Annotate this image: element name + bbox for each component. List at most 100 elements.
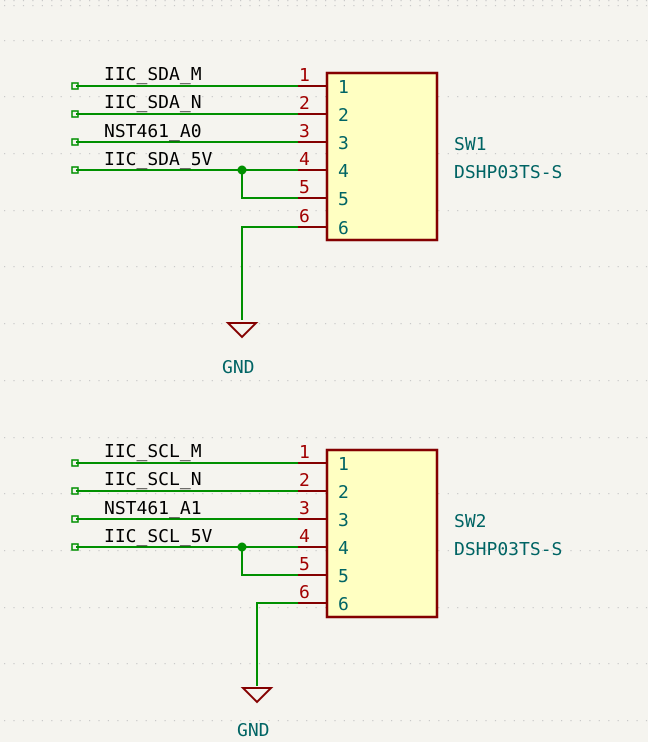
wire-pin6-gnd[interactable] [256, 602, 300, 686]
grid-dot [202, 437, 204, 439]
grid-dot [98, 0, 100, 2]
grid-dot [561, 550, 563, 552]
grid-dot [183, 493, 185, 495]
grid-dot [570, 437, 572, 439]
wire-pin6-gnd[interactable] [241, 226, 300, 320]
grid-dot [192, 323, 194, 325]
grid-dot [589, 0, 591, 2]
grid-dot [608, 550, 610, 552]
grid-dot [466, 493, 468, 495]
grid-dot [636, 0, 638, 2]
grid-dot [277, 5, 279, 7]
net-terminal[interactable] [71, 82, 79, 90]
grid-dot [117, 720, 119, 722]
grid-dot [287, 323, 289, 325]
grid-dot [173, 40, 176, 42]
grid-dot [353, 5, 355, 7]
grid-dot [296, 380, 298, 382]
grid-dot [145, 210, 147, 212]
net-terminal[interactable] [71, 543, 79, 551]
grid-dot [504, 720, 506, 722]
grid-dot [22, 720, 25, 722]
sw2-component[interactable]: IIC_SCL_M IIC_SCL_N NST461_A1 IIC_SCL_5V… [71, 441, 562, 741]
sw1-body[interactable] [325, 71, 439, 242]
grid-dot [447, 153, 449, 155]
pin-name: 4 [338, 161, 349, 182]
grid-dot [334, 40, 336, 42]
sw1-component[interactable]: IIC_SDA_M IIC_SDA_N NST461_A0 IIC_SDA_5V… [71, 64, 562, 378]
grid-dot [221, 720, 223, 722]
grid-dot [542, 720, 544, 722]
grid-dot [249, 437, 251, 439]
net-terminal[interactable] [71, 515, 79, 523]
grid-dot [70, 720, 72, 722]
net-terminal[interactable] [71, 487, 79, 495]
grid-dot [494, 40, 497, 42]
grid-dot [447, 720, 449, 722]
grid-dot [173, 5, 176, 7]
grid-dot [608, 323, 610, 325]
grid-dot [202, 153, 204, 155]
grid-dot [485, 663, 487, 665]
grid-dot [457, 493, 459, 495]
grid-dot [13, 96, 15, 98]
grid-dot [287, 0, 289, 2]
grid-dot [627, 323, 629, 325]
grid-dot [617, 266, 619, 268]
grid-dot [362, 720, 364, 722]
grid-dot [126, 96, 128, 98]
grid-dot [617, 323, 619, 325]
grid-dot [13, 153, 15, 155]
grid-dot [561, 663, 563, 665]
ground-symbol-icon[interactable] [240, 687, 274, 704]
grid-dot [192, 5, 194, 7]
grid-dot [164, 550, 166, 552]
ground-symbol-icon[interactable] [225, 322, 259, 339]
grid-dot [145, 663, 147, 665]
grid-dot [325, 5, 327, 7]
grid-dot [41, 266, 43, 268]
grid-dot [4, 550, 6, 552]
net-terminal[interactable] [71, 459, 79, 467]
grid-dot [192, 437, 194, 439]
grid-dot [372, 380, 374, 382]
grid-dot [589, 720, 591, 722]
net-terminal[interactable] [71, 138, 79, 146]
pin-name: 5 [338, 189, 349, 210]
sw2-body[interactable] [325, 448, 439, 619]
grid-dot [589, 493, 591, 495]
grid-dot [551, 266, 553, 268]
grid-dot [107, 607, 109, 609]
grid-dot [561, 720, 563, 722]
grid-dot [107, 437, 109, 439]
grid-dot [79, 40, 81, 42]
pin-number: 2 [299, 470, 310, 491]
net-terminal[interactable] [71, 166, 79, 174]
grid-dot [98, 720, 100, 722]
grid-dot [438, 0, 440, 2]
grid-dot [645, 380, 648, 382]
grid-dot [523, 40, 525, 42]
grid-dot [542, 550, 544, 552]
grid-dot [523, 210, 525, 212]
grid-dot [70, 0, 72, 2]
grid-dot [476, 550, 478, 552]
grid-dot [419, 40, 421, 42]
pin-number: 2 [299, 93, 310, 114]
grid-dot [211, 153, 213, 155]
grid-dot [60, 607, 62, 609]
junction-dot [237, 542, 247, 552]
grid-dot [60, 720, 62, 722]
grid-dot [438, 720, 440, 722]
wire-pin4-pin5[interactable] [241, 170, 300, 199]
grid-dot [645, 550, 648, 552]
wire-pin4-pin5[interactable] [241, 547, 300, 576]
grid-dot [561, 0, 563, 2]
grid-dot [391, 437, 393, 439]
net-terminal[interactable] [71, 110, 79, 118]
grid-dot [608, 720, 610, 722]
grid-dot [60, 437, 62, 439]
grid-dot [107, 720, 109, 722]
grid-dot [296, 493, 298, 495]
